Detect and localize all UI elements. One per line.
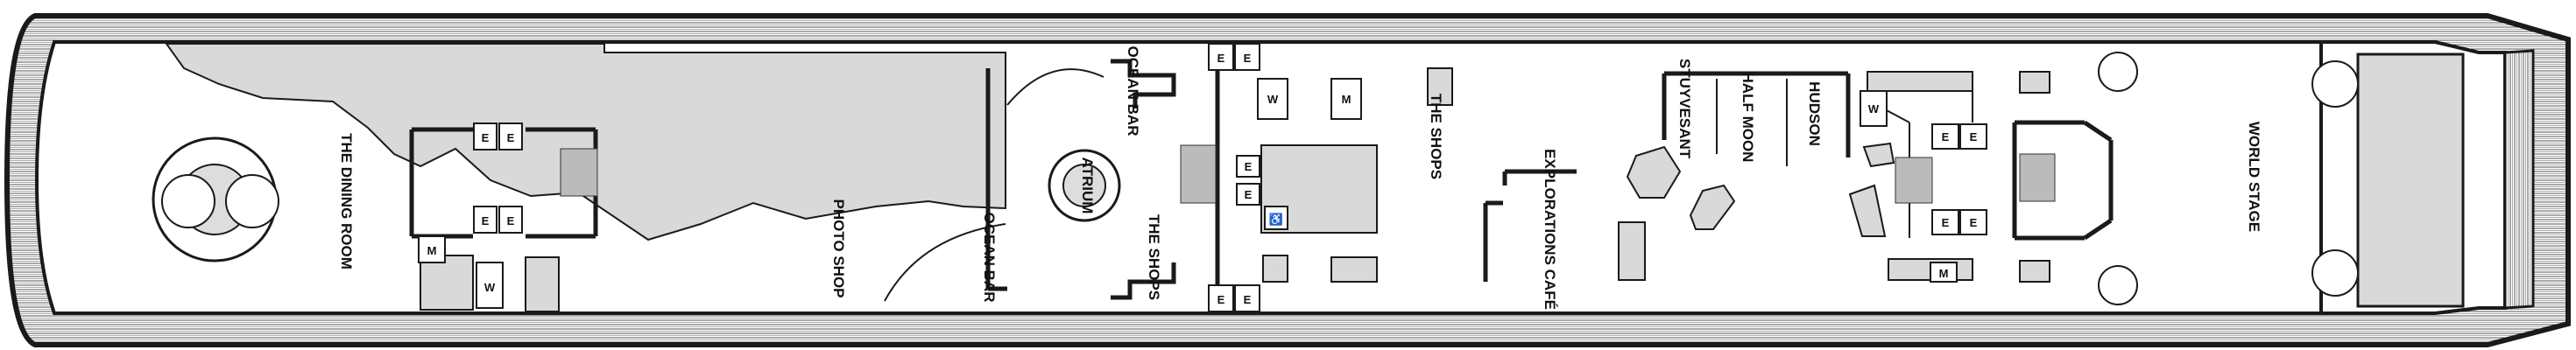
explorations-cafe-label: EXPLORATIONS CAFÉ (1542, 149, 1558, 310)
shop-kiosk-2 (1330, 256, 1378, 283)
accessible-restroom (1264, 206, 1288, 230)
bar-piece (1848, 184, 1887, 237)
elevator-marker: E (507, 131, 515, 144)
spiral-staircases (152, 52, 2359, 305)
elevator-marker: E (1245, 188, 1253, 201)
bar-piece-2 (1862, 142, 1895, 168)
elevator-marker: E (1217, 52, 1225, 65)
mens-restroom-marker: M (1939, 267, 1949, 280)
service-block-aft-2 (525, 256, 560, 312)
ocean-bar-upper-label: OCEAN BAR (1125, 46, 1141, 136)
wheelchair-icon: ♿ (1269, 213, 1283, 226)
cafe-block (1618, 221, 1646, 281)
womens-restroom-marker: W (1267, 93, 1279, 106)
mens-restroom-marker: M (1342, 93, 1352, 106)
elevator-marker: E (1244, 52, 1252, 65)
mens-restroom-marker: M (427, 244, 437, 257)
stuyvesant-bar (1626, 145, 1682, 199)
storage-2 (2019, 260, 2050, 283)
half-moon-label: HALF MOON (1740, 73, 1756, 163)
elevator-marker: E (1942, 130, 1950, 144)
service-block-aft (420, 255, 474, 311)
stairs-aft (560, 148, 598, 197)
elevator-marker: E (482, 214, 490, 228)
womens-restroom-marker: W (484, 281, 496, 294)
elevator-marker: E (1970, 216, 1978, 229)
shop-kiosk-1 (1262, 255, 1288, 283)
stairs-forward (1895, 157, 1933, 204)
dining-room-label: THE DINING ROOM (338, 133, 355, 270)
stuyvesant-label: STUYVESANT (1676, 59, 1693, 159)
venue-labels: THE DINING ROOM PHOTO SHOP OCEAN BAR OCE… (338, 46, 2262, 310)
shop-kiosk-3 (1427, 67, 1453, 106)
stairs-forward-2 (2019, 153, 2056, 202)
elevator-marker: E (1942, 216, 1950, 229)
photo-shop-label: PHOTO SHOP (830, 199, 847, 298)
world-stage-label: WORLD STAGE (2246, 122, 2262, 232)
the-shops-lower-label: THE SHOPS (1146, 214, 1162, 300)
stairs-midship (1180, 144, 1217, 204)
bar-block-fwd (1867, 71, 1973, 92)
shaded-areas (165, 43, 2050, 312)
the-shops-upper-label: THE SHOPS (1428, 94, 1444, 179)
facility-blocks: E E E E M W E E E E E E W M ♿ W E E (418, 43, 2056, 312)
elevator-marker: E (507, 214, 515, 228)
womens-restroom-marker: W (1868, 102, 1880, 116)
storage-1 (2019, 71, 2050, 94)
elevator-marker: E (1217, 293, 1225, 306)
ocean-bar-lower-label: OCEAN BAR (981, 213, 998, 303)
hudson-label: HUDSON (1806, 81, 1823, 146)
elevator-marker: E (1245, 160, 1253, 173)
lounge-bar (1689, 184, 1736, 230)
elevator-marker: E (1244, 293, 1252, 306)
atrium-label: ATRIUM (1079, 158, 1096, 214)
elevator-marker: E (482, 131, 490, 144)
elevator-marker: E (1970, 130, 1978, 144)
